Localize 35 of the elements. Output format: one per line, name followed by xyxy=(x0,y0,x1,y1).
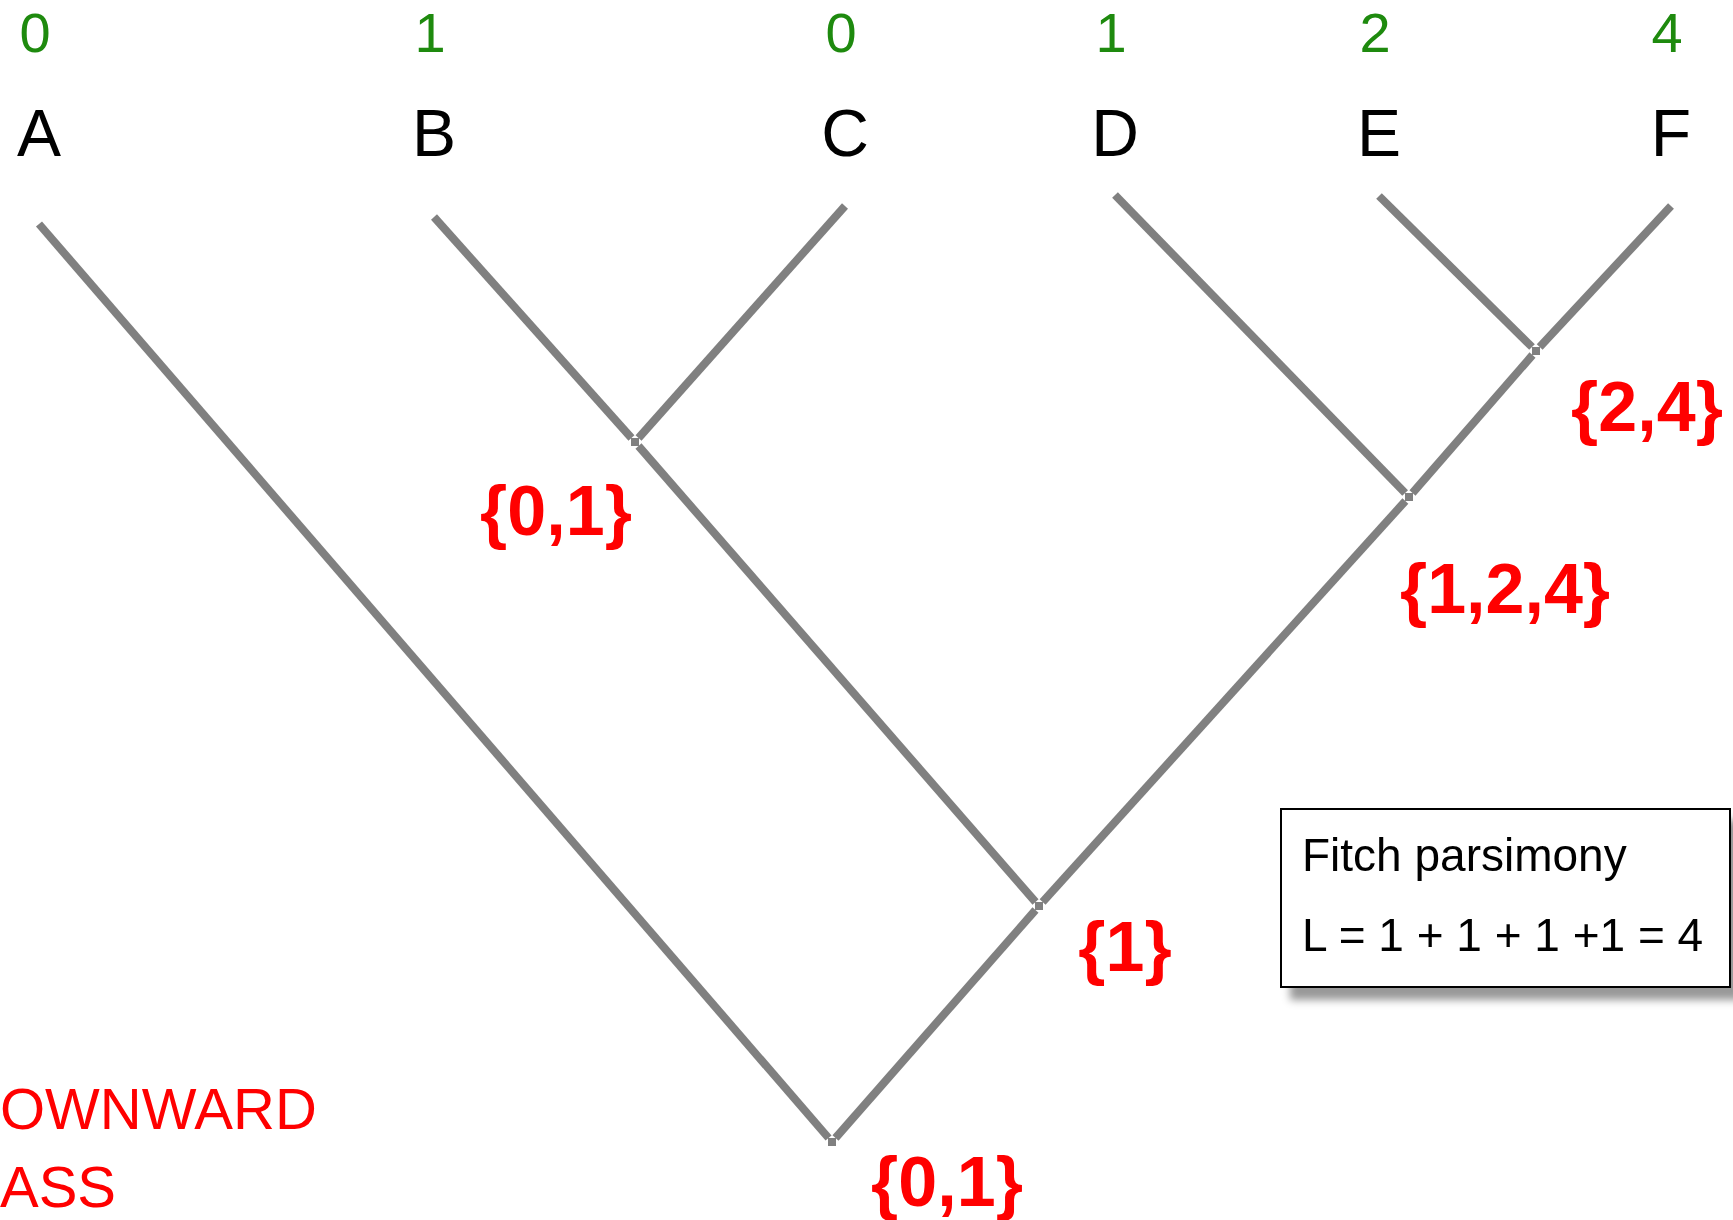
taxon-label: B xyxy=(412,100,456,166)
tree-branch xyxy=(35,221,832,1141)
info-card xyxy=(1280,808,1731,988)
character-state: 1 xyxy=(414,5,446,61)
branch-junction xyxy=(1532,347,1540,355)
tree-branch xyxy=(1536,203,1674,350)
tree-branch xyxy=(431,214,635,441)
taxon-label: C xyxy=(821,100,869,166)
branch-junction xyxy=(1405,493,1413,501)
tree-branch xyxy=(832,907,1039,1141)
branch-junction xyxy=(631,438,639,446)
taxon-label: F xyxy=(1650,100,1692,166)
character-state: 0 xyxy=(825,5,857,61)
character-state: 1 xyxy=(1095,5,1127,61)
taxon-label: A xyxy=(17,100,61,166)
state-set-label: {1,2,4} xyxy=(1399,552,1611,626)
state-set-label: {1} xyxy=(1078,910,1172,984)
character-state: 0 xyxy=(19,5,51,61)
tree-branch xyxy=(1039,498,1409,905)
state-set-label: {0,1} xyxy=(480,474,632,548)
taxon-label: E xyxy=(1357,100,1401,166)
tree-branch xyxy=(1112,192,1408,496)
branch-junction xyxy=(1035,902,1043,910)
branch-junction xyxy=(828,1138,836,1146)
character-state: 4 xyxy=(1651,5,1683,61)
tree-branch xyxy=(1409,352,1536,496)
tree-branch xyxy=(1376,193,1535,350)
state-set-label: {2,4} xyxy=(1571,370,1723,444)
card-title: Fitch parsimony xyxy=(1302,828,1628,882)
pass-label: OWNWARD ASS xyxy=(0,1075,318,1220)
taxon-label: D xyxy=(1091,100,1139,166)
tree-branch xyxy=(635,443,1039,905)
tree-branch xyxy=(635,203,848,441)
tree-length-formula: L = 1 + 1 + 1 +1 = 4 xyxy=(1302,908,1705,962)
character-state: 2 xyxy=(1359,5,1391,61)
